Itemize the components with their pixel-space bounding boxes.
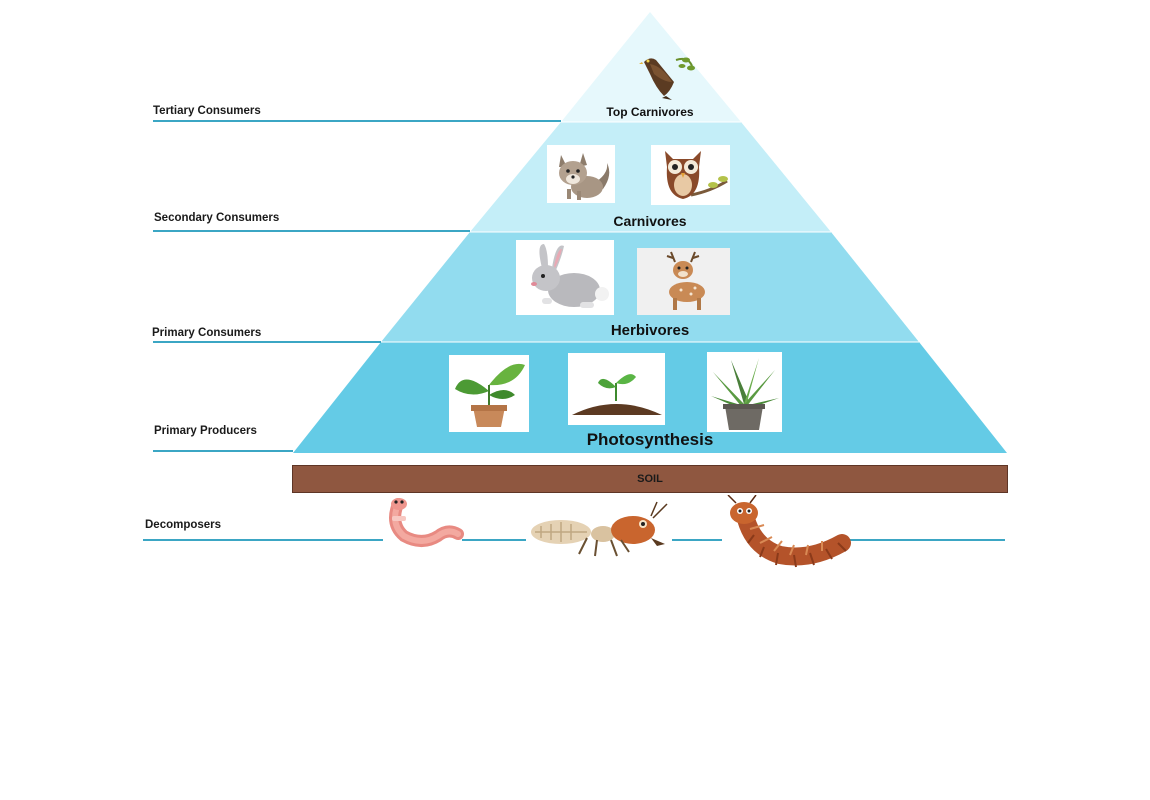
- tier-label-top-carnivores: Top Carnivores: [606, 105, 694, 119]
- soil-label: SOIL: [637, 473, 663, 485]
- tier-label-herbivores: Herbivores: [610, 322, 690, 339]
- owl-icon: [651, 145, 730, 205]
- tier-label-photosynthesis: Photosynthesis: [586, 430, 714, 449]
- succulent-icon: [707, 352, 782, 432]
- guide-lines: [143, 120, 1005, 541]
- fox-icon: [547, 145, 615, 203]
- millipede-icon: [720, 495, 854, 573]
- earthworm-icon: [382, 494, 464, 548]
- rabbit-icon: [516, 240, 614, 315]
- label-tertiary-consumers: Tertiary Consumers: [153, 105, 261, 117]
- potted-plant-icon: [449, 355, 529, 432]
- sprout-icon: [568, 353, 665, 425]
- tier-label-carnivores: Carnivores: [613, 213, 687, 229]
- label-primary-consumers: Primary Consumers: [152, 327, 262, 339]
- soil-bar: SOIL: [292, 465, 1008, 493]
- label-primary-producers: Primary Producers: [154, 425, 257, 437]
- hawk-icon: [636, 52, 696, 100]
- termite-icon: [525, 500, 673, 558]
- label-decomposers: Decomposers: [145, 519, 222, 531]
- label-secondary-consumers: Secondary Consumers: [154, 212, 280, 224]
- deer-icon: [637, 248, 730, 315]
